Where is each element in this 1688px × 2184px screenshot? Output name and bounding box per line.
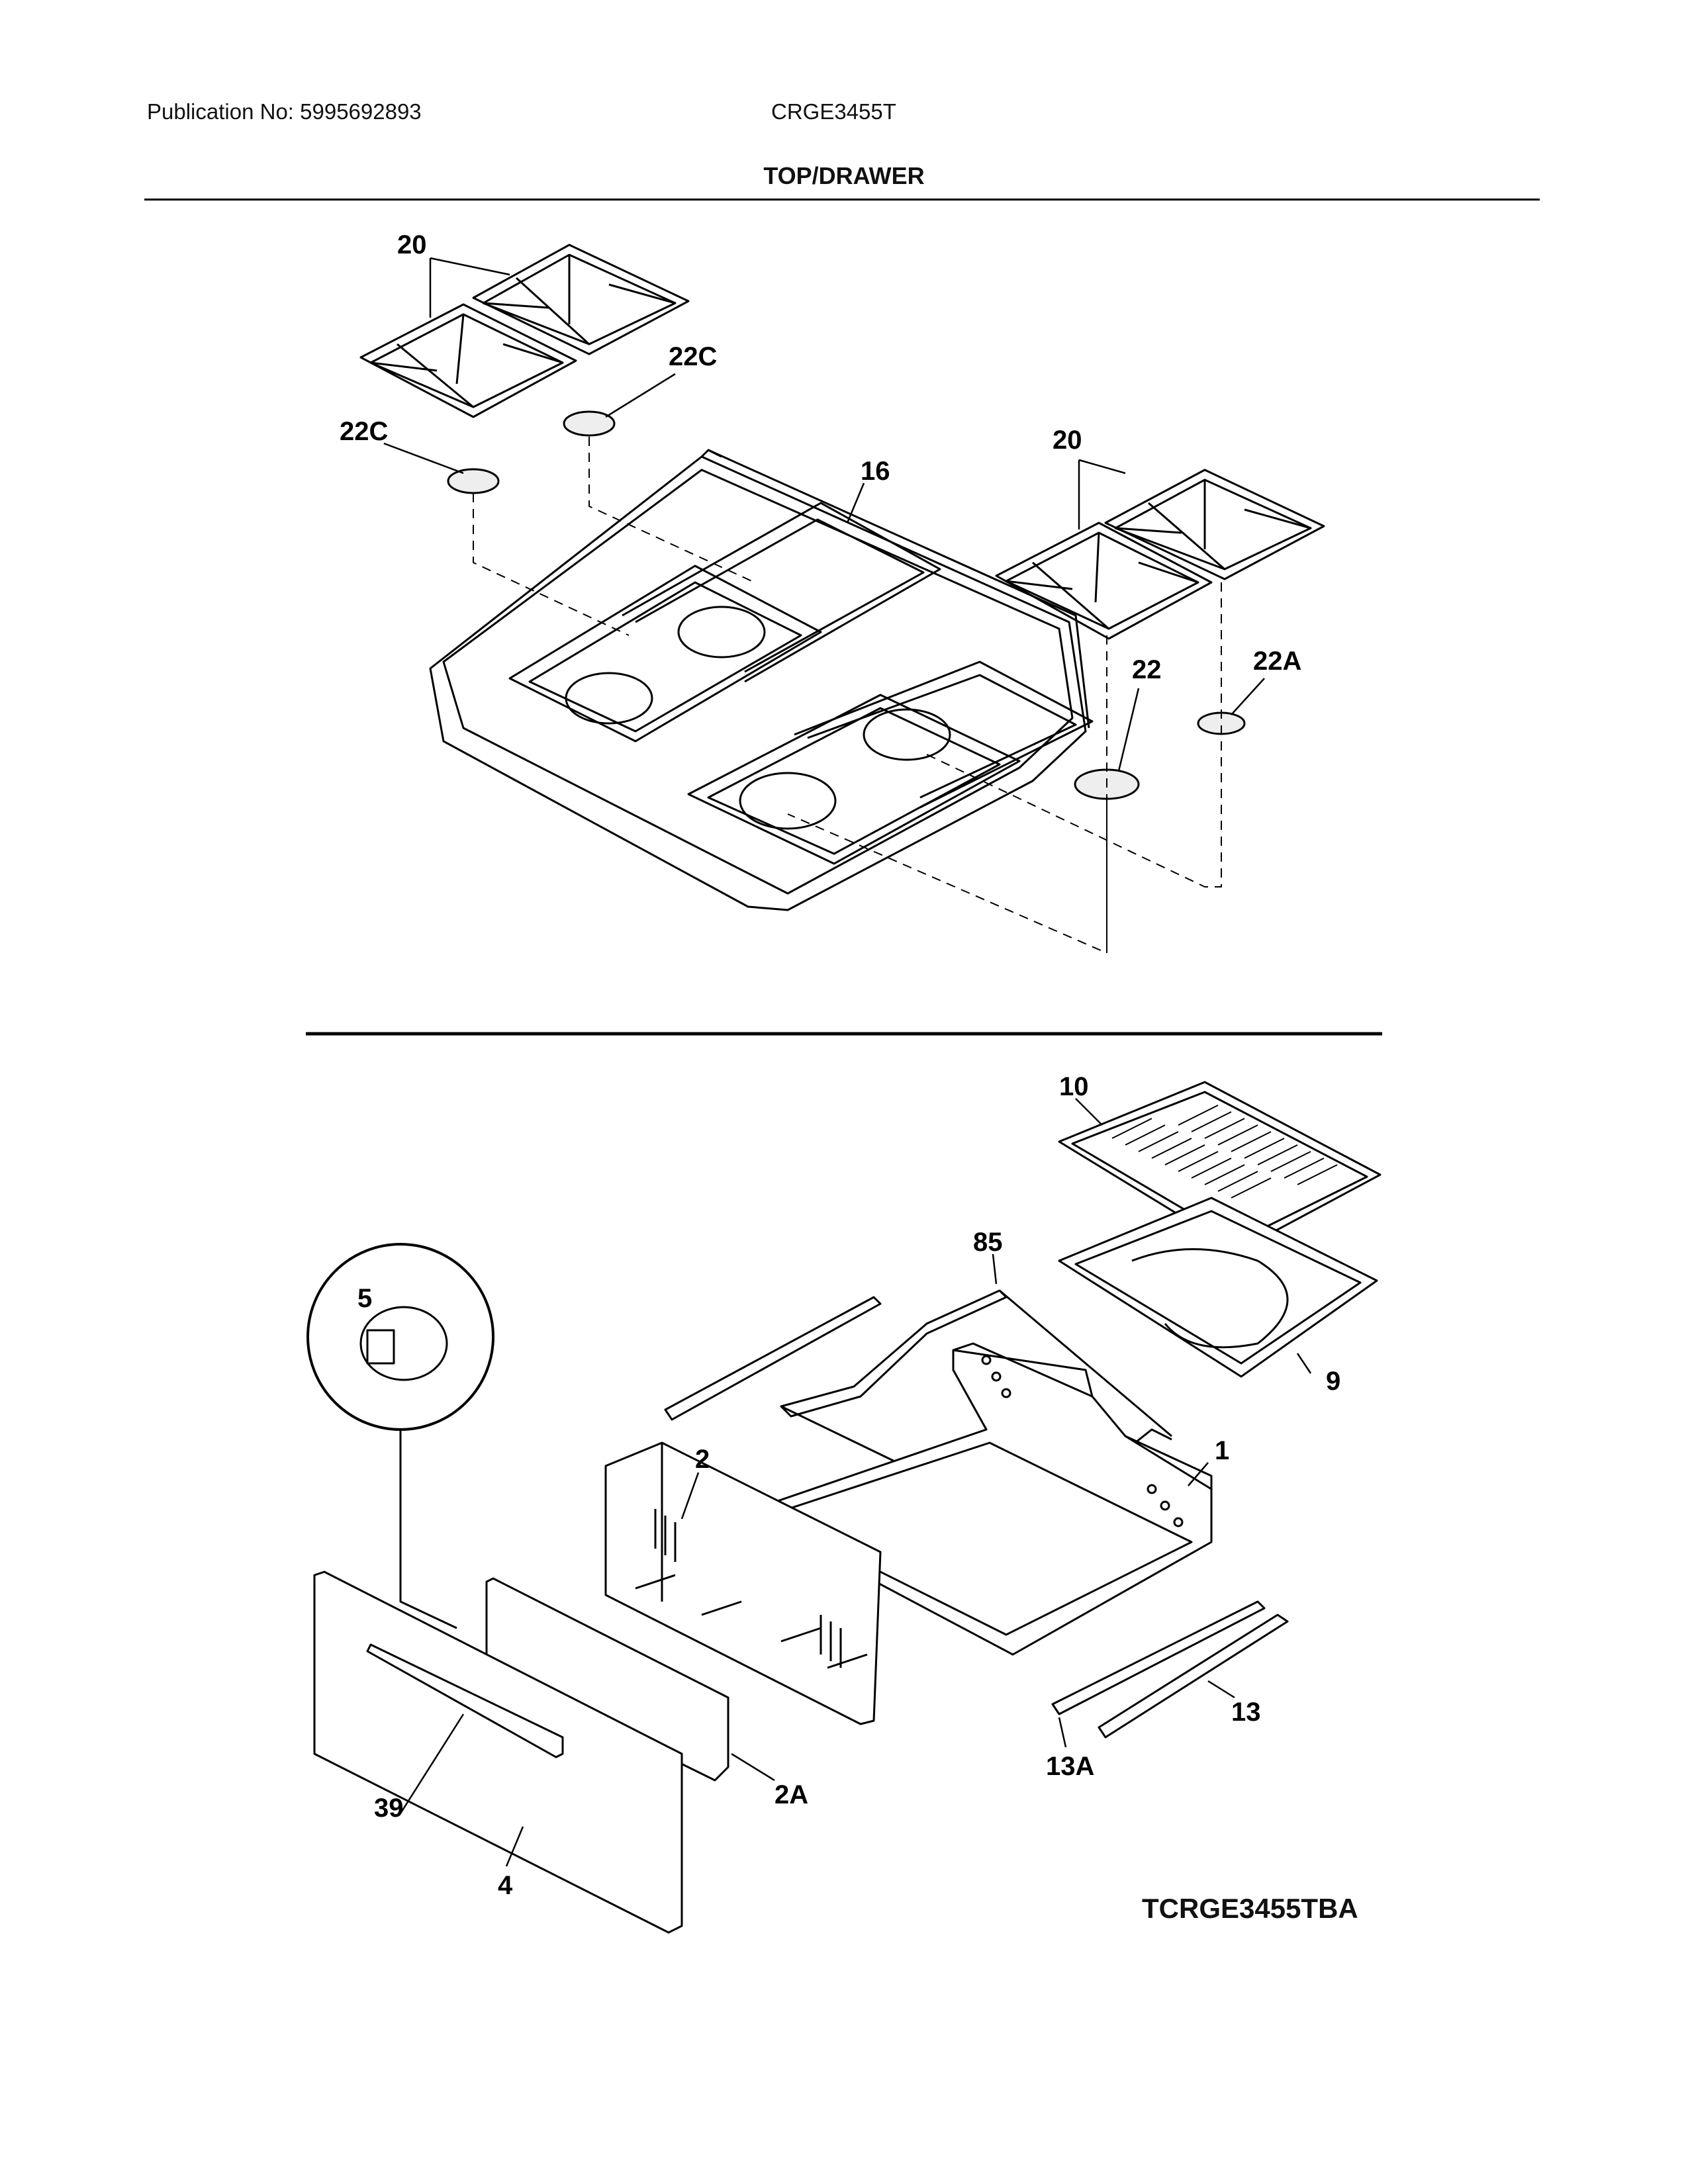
callout-2: 2 <box>695 1445 710 1474</box>
broil-pan-insert <box>1058 1081 1382 1252</box>
callout-22a: 22A <box>1253 647 1301 676</box>
slide-rail-13a <box>1051 1600 1266 1715</box>
callout-20-right: 20 <box>1053 426 1082 455</box>
header-rule <box>144 199 1540 201</box>
knob-inset <box>306 1243 494 1629</box>
section-title: TOP/DRAWER <box>763 162 925 189</box>
grate-left-pair <box>359 244 690 418</box>
callout-22c-upper: 22C <box>669 342 717 371</box>
burner-cap-22c-upper <box>563 410 616 437</box>
slide-rail-upper <box>664 1296 882 1421</box>
drawer-handle <box>366 1643 564 1758</box>
callout-13: 13 <box>1231 1698 1261 1727</box>
cooktop-part <box>429 449 1094 911</box>
callout-13a: 13A <box>1046 1752 1094 1781</box>
callout-2a: 2A <box>774 1780 808 1809</box>
callout-22: 22 <box>1132 655 1162 684</box>
callout-16: 16 <box>861 457 890 486</box>
callout-4: 4 <box>498 1871 513 1900</box>
callout-10: 10 <box>1059 1072 1089 1101</box>
drawing-code: TCRGE3455TBA <box>1142 1893 1358 1924</box>
callout-1: 1 <box>1215 1436 1229 1465</box>
callout-5: 5 <box>357 1284 372 1313</box>
publication-number: Publication No: 5995692893 <box>147 99 422 124</box>
drawer-back <box>604 1441 882 1725</box>
callout-85: 85 <box>973 1228 1003 1257</box>
callout-39: 39 <box>374 1794 404 1823</box>
grate-right-pair <box>995 469 1325 640</box>
callout-20-left: 20 <box>397 230 427 259</box>
model-number: CRGE3455T <box>771 99 896 124</box>
callout-9: 9 <box>1326 1367 1340 1396</box>
burner-cap-22c-lower <box>447 468 500 494</box>
drawer-body <box>743 1342 1213 1656</box>
drawer-front-panel <box>313 1570 683 1934</box>
callout-22c-lower: 22C <box>340 417 388 446</box>
slide-rail-13 <box>1098 1614 1289 1739</box>
alignment-lines <box>473 437 1222 954</box>
broil-pan <box>1058 1197 1378 1378</box>
